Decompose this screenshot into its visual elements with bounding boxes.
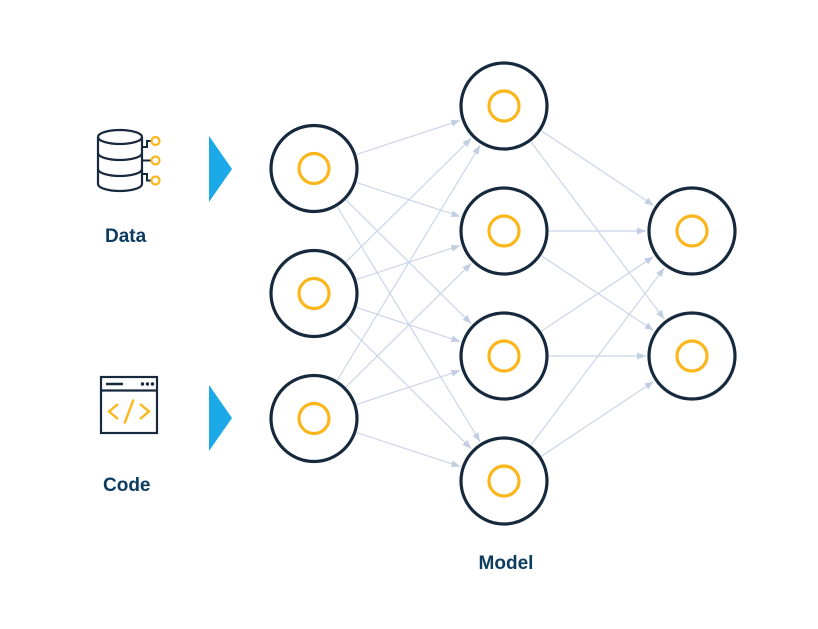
code-brackets-icon [107, 399, 151, 424]
port-dot [150, 155, 161, 166]
node-circle [269, 123, 359, 214]
connection-arrow [345, 137, 472, 263]
window-dot [140, 382, 145, 386]
node-circle [269, 373, 359, 464]
connection-arrow [541, 381, 655, 457]
network-node-input-1 [269, 123, 359, 214]
network-node-hidden-2 [459, 186, 549, 276]
database-band-1 [96, 152, 144, 162]
network-node-output-2 [647, 311, 737, 401]
window-dot [150, 382, 155, 386]
node-ring-icon [297, 276, 331, 311]
node-ring-icon [487, 89, 521, 123]
network-node-input-3 [269, 373, 359, 464]
node-ring-icon [675, 339, 709, 373]
database-connector-1 [142, 140, 152, 148]
node-circle [459, 436, 549, 526]
connection-arrow [541, 130, 655, 206]
data-source-label: Data [105, 226, 147, 247]
network-node-hidden-3 [459, 311, 549, 401]
connection-arrows [336, 119, 665, 468]
connection-arrow [541, 256, 655, 332]
flow-arrow-code [209, 385, 232, 451]
port-dot [150, 175, 161, 186]
connection-arrow [530, 267, 665, 446]
node-circle [459, 186, 549, 276]
code-source-label: Code [103, 475, 151, 496]
database-body [96, 137, 144, 193]
network-node-output-1 [647, 186, 737, 276]
node-ring-icon [487, 214, 521, 248]
database-icon [96, 128, 161, 193]
node-ring-icon [297, 151, 331, 186]
network-node-input-2 [269, 248, 359, 339]
node-circle [647, 311, 737, 401]
node-circle [459, 311, 549, 401]
connection-arrow [356, 369, 461, 405]
node-ring-icon [487, 339, 521, 373]
connection-arrow [345, 262, 472, 388]
port-dot [150, 135, 161, 147]
database-connector-3 [142, 173, 152, 182]
node-circle [459, 61, 549, 151]
database-band-2 [96, 168, 144, 178]
flow-arrow-data [209, 136, 232, 202]
code-window-frame [99, 375, 159, 435]
connection-arrow [356, 432, 461, 468]
window-dot [145, 382, 150, 386]
node-ring-icon [675, 214, 709, 248]
model-label: Model [479, 553, 534, 574]
network-nodes [269, 61, 737, 526]
network-node-hidden-1 [459, 61, 549, 151]
network-node-hidden-4 [459, 436, 549, 526]
database-top [96, 128, 144, 146]
code-window-icon [99, 375, 159, 435]
connection-arrow [336, 144, 481, 381]
connection-arrow [356, 119, 461, 155]
node-circle [647, 186, 737, 276]
node-ring-icon [297, 401, 331, 436]
node-circle [269, 248, 359, 339]
node-ring-icon [487, 464, 521, 498]
